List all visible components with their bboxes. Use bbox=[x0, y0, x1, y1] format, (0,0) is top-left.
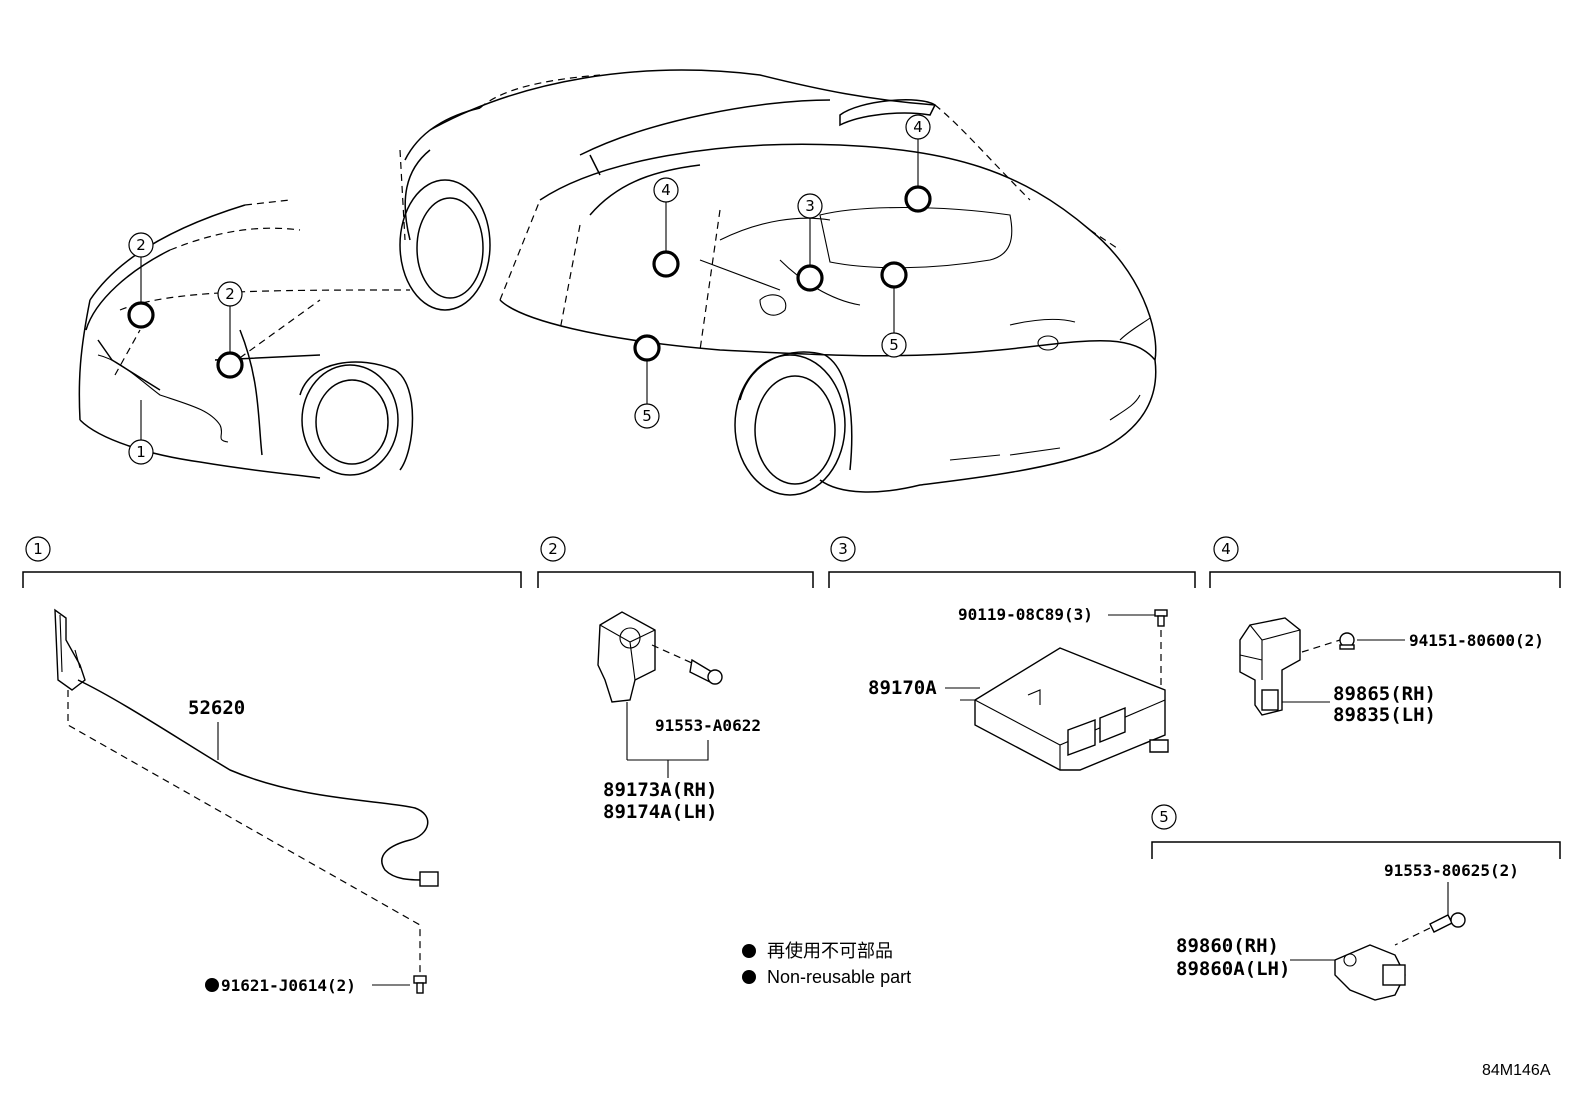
legend: 再使用不可部品 Non-reusable part bbox=[742, 941, 911, 987]
bolt-icon bbox=[1154, 609, 1168, 627]
callout-circle bbox=[881, 332, 907, 358]
non-reusable-marker bbox=[742, 970, 756, 984]
section-3-parts: 90119-08C89(3) 89170A bbox=[868, 605, 1169, 771]
mount-point-ring bbox=[127, 301, 155, 329]
section-3-header: 3 bbox=[828, 536, 1196, 588]
legend-english: Non-reusable part bbox=[767, 967, 911, 987]
callout-circle bbox=[653, 177, 679, 203]
callout-circle bbox=[128, 439, 154, 465]
part-number-89860a: 89860A(LH) bbox=[1176, 958, 1290, 980]
callout-number: 2 bbox=[225, 285, 235, 303]
legend-japanese: 再使用不可部品 bbox=[767, 941, 893, 961]
non-reusable-marker bbox=[742, 944, 756, 958]
callout-number: 1 bbox=[136, 443, 146, 461]
section-number: 4 bbox=[1221, 540, 1231, 558]
airbag-ecu bbox=[974, 647, 1166, 771]
section-number-circle bbox=[1151, 804, 1177, 830]
section-number: 2 bbox=[548, 540, 558, 558]
part-number-91621: 91621-J0614(2) bbox=[221, 976, 356, 995]
section-number: 5 bbox=[1159, 808, 1169, 826]
part-number-89174a: 89174A(LH) bbox=[603, 801, 717, 823]
callout-number: 4 bbox=[661, 181, 671, 199]
mount-point-ring bbox=[652, 250, 680, 278]
bolt-icon bbox=[1429, 912, 1466, 933]
callout-number: 4 bbox=[913, 118, 923, 136]
callout-number: 5 bbox=[642, 407, 652, 425]
section-number-circle bbox=[1213, 536, 1239, 562]
section-number-circle bbox=[540, 536, 566, 562]
callout-circle bbox=[128, 232, 154, 258]
section-1-parts: 52620 91621-J0614(2) bbox=[54, 608, 439, 995]
door-airbag-sensor bbox=[1334, 944, 1406, 1001]
part-number-89173a: 89173A(RH) bbox=[603, 779, 717, 801]
bolt-icon bbox=[689, 658, 723, 685]
callout-number: 5 bbox=[889, 336, 899, 354]
rear-callouts: 4 4 3 5 5 bbox=[633, 114, 932, 429]
part-number-89170a: 89170A bbox=[868, 677, 937, 699]
callout-circle bbox=[797, 193, 823, 219]
non-reusable-marker bbox=[205, 978, 219, 992]
mount-point-ring bbox=[216, 351, 244, 379]
part-number-89860: 89860(RH) bbox=[1176, 935, 1279, 957]
mount-point-ring bbox=[633, 334, 661, 362]
mount-point-ring bbox=[796, 264, 824, 292]
section-2-parts: 91553-A0622 89173A(RH) 89174A(LH) bbox=[597, 611, 761, 823]
part-number-52620: 52620 bbox=[188, 697, 245, 719]
rear-car-illustration bbox=[399, 69, 1157, 496]
part-number-94151: 94151-80600(2) bbox=[1409, 631, 1544, 650]
section-5-header: 5 bbox=[1151, 804, 1561, 859]
front-callouts: 2 2 1 bbox=[127, 232, 244, 465]
diagram-code: 84M146A bbox=[1482, 1062, 1551, 1079]
section-2-header: 2 bbox=[537, 536, 814, 588]
section-number-circle bbox=[25, 536, 51, 562]
callout-number: 3 bbox=[805, 197, 815, 215]
part-number-91553-a0622: 91553-A0622 bbox=[655, 716, 761, 735]
callout-number: 2 bbox=[136, 236, 146, 254]
part-number-89835: 89835(LH) bbox=[1333, 704, 1436, 726]
part-number-91553-80625: 91553-80625(2) bbox=[1384, 861, 1519, 880]
mount-point-ring bbox=[880, 261, 908, 289]
sensor-bracket bbox=[54, 608, 86, 691]
part-number-89865: 89865(RH) bbox=[1333, 683, 1436, 705]
side-airbag-sensor bbox=[1239, 617, 1301, 716]
section-5-parts: 91553-80625(2) 89860(RH) 89860A(LH) bbox=[1176, 861, 1519, 1001]
callout-circle bbox=[634, 403, 660, 429]
part-number-90119: 90119-08C89(3) bbox=[958, 605, 1093, 624]
nut-icon bbox=[1339, 632, 1355, 650]
section-brackets: 1 2 3 4 5 bbox=[22, 536, 1561, 859]
section-number: 1 bbox=[33, 540, 43, 558]
section-4-header: 4 bbox=[1209, 536, 1561, 588]
section-number-circle bbox=[830, 536, 856, 562]
callout-circle bbox=[217, 281, 243, 307]
bolt-icon bbox=[413, 975, 427, 994]
front-airbag-sensor bbox=[597, 611, 656, 703]
sensor-connector bbox=[419, 871, 439, 887]
sensor-wire bbox=[77, 679, 429, 881]
mount-point-ring bbox=[904, 185, 932, 213]
callout-circle bbox=[905, 114, 931, 140]
section-1-header: 1 bbox=[22, 536, 522, 588]
section-4-parts: 94151-80600(2) 89865(RH) 89835(LH) bbox=[1239, 617, 1544, 726]
section-number: 3 bbox=[838, 540, 848, 558]
